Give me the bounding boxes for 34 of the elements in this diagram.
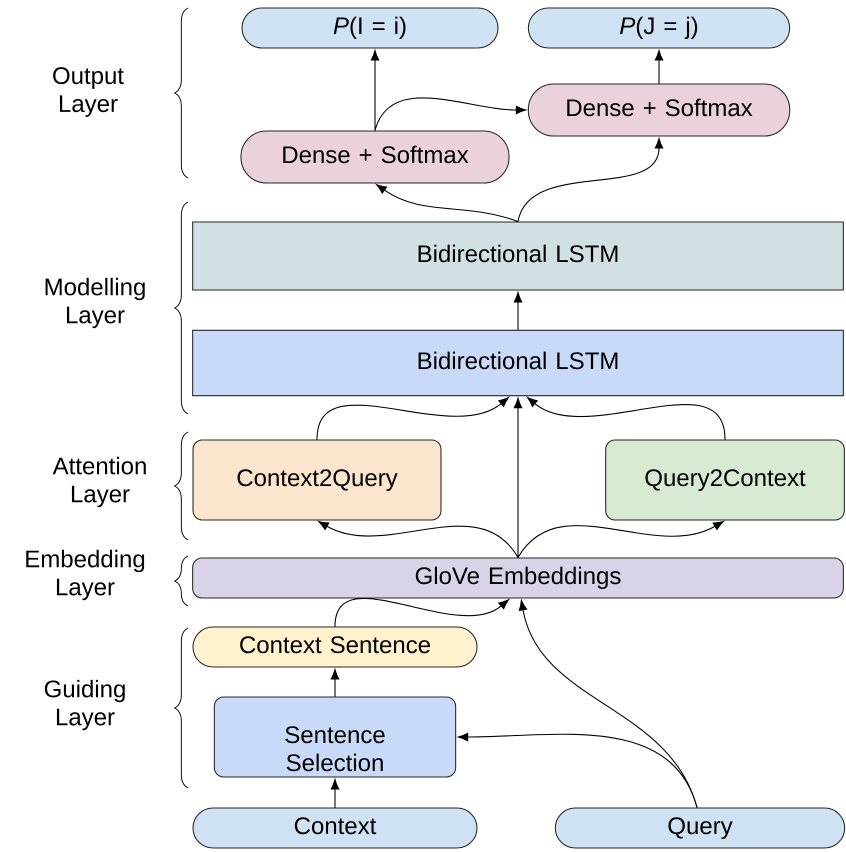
arrow [318, 521, 518, 558]
layer-box: Bidirectional LSTM [192, 221, 844, 291]
layer-label: Output Layer [53, 67, 124, 117]
arrow [330, 669, 340, 696]
process-box: Sentence Selection [214, 696, 456, 778]
arrow [518, 600, 698, 808]
output-pill: P(J = j) [528, 7, 790, 49]
layer-label: Embedding Layer [26, 550, 144, 600]
arrow [518, 138, 664, 222]
arrow [527, 397, 726, 440]
process-pill: Dense + Softmax [528, 83, 790, 137]
process-box: Context2Query [192, 439, 442, 521]
layer-label: Modelling Layer [46, 278, 145, 328]
arrow [376, 184, 518, 222]
arrow [654, 50, 664, 84]
arrow [458, 732, 698, 808]
arrow [518, 521, 724, 558]
arrow [334, 598, 509, 627]
layer-box: Bidirectional LSTM [192, 330, 844, 396]
arrow [330, 779, 340, 808]
input-pill: Context [192, 807, 478, 849]
layer-label: Attention Layer [52, 456, 146, 508]
layer-box: GloVe Embeddings [192, 557, 844, 599]
input-pill: Query [554, 807, 846, 849]
arrow [316, 397, 509, 440]
output-pill: P(I = i) [241, 7, 499, 49]
process-box: Query2Context [605, 439, 845, 521]
layer-label: Guiding Layer [44, 680, 125, 730]
arrow [374, 98, 526, 131]
process-pill: Context Sentence [192, 626, 478, 668]
arrow [514, 292, 522, 330]
arrow [514, 398, 522, 558]
arrow [370, 50, 380, 130]
process-pill: Dense + Softmax [240, 130, 510, 184]
